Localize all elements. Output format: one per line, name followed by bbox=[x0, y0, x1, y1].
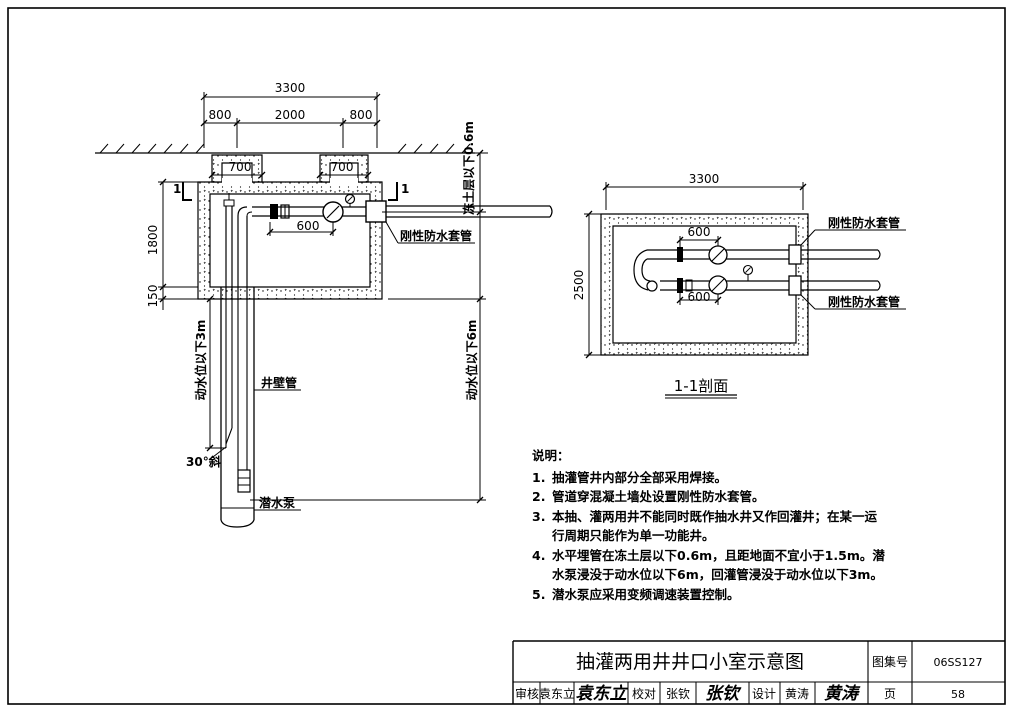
designer-signature: 黄涛 bbox=[824, 684, 861, 704]
check-label: 校对 bbox=[632, 686, 656, 701]
note-item: 5. 潜水泵应采用变频调速装置控制。 bbox=[532, 585, 892, 605]
notes-block: 说明： 1. 抽灌管井内部分全部采用焊接。 2. 管道穿混凝土墙处设置刚性防水套管。… bbox=[532, 446, 892, 604]
notes-title: 说明： bbox=[532, 448, 570, 463]
checker-signature: 张钦 bbox=[705, 684, 742, 704]
design-label: 设计 bbox=[752, 687, 776, 701]
reviewer-name: 袁东立 bbox=[539, 686, 575, 701]
reviewer-signature: 袁东立 bbox=[576, 684, 629, 704]
section-mark-left: 1 bbox=[173, 182, 181, 196]
label-casing-plan: 刚性防水套管 bbox=[400, 228, 472, 243]
dim-middle-2000: 2000 bbox=[275, 108, 306, 122]
note-item: 3. 本抽、灌两用井不能同时既作抽水井又作回灌井；在某一运 bbox=[532, 507, 892, 527]
sheet-border bbox=[7, 7, 1006, 705]
dim-height-1800: 1800 bbox=[146, 225, 160, 256]
dim-total-width: 3300 bbox=[275, 81, 306, 95]
section-title: 1-1剖面 bbox=[674, 377, 729, 395]
label-dynamic-3m: 动水位以下3m bbox=[193, 320, 208, 401]
ground-hatch bbox=[99, 143, 471, 154]
note-number: 3. bbox=[532, 508, 546, 524]
well-chamber-elevation: 1 1 bbox=[95, 81, 553, 528]
section-dim-top-spacing: 600 bbox=[688, 225, 711, 239]
note-text: 管道穿混凝土墙处设置刚性防水套管。 bbox=[552, 489, 765, 504]
designer-name: 黄涛 bbox=[785, 686, 809, 701]
note-number: 2. bbox=[532, 489, 546, 504]
note-continuation: 水泵浸没于动水位以下6m，回灌管浸没于动水位以下3m。 bbox=[552, 567, 883, 582]
dim-right-800: 800 bbox=[350, 108, 373, 122]
dim-left-800: 800 bbox=[209, 108, 232, 122]
submersible-pump-icon bbox=[237, 469, 251, 493]
casing-upper bbox=[788, 244, 802, 265]
page-label: 页 bbox=[884, 687, 896, 701]
checker-name: 张钦 bbox=[666, 687, 690, 701]
label-frost-depth: 冻土层以下0.6m bbox=[461, 121, 476, 215]
drawing-title: 抽灌两用井井口小室示意图 bbox=[576, 651, 804, 673]
note-number: 4. bbox=[532, 547, 546, 563]
section-dim-height: 2500 bbox=[572, 270, 586, 301]
note-continuation: 行周期只能作为单一功能井。 bbox=[552, 528, 715, 543]
note-item: 1. 抽灌管井内部分全部采用焊接。 bbox=[532, 468, 892, 488]
label-bend-angle: 30°斜 bbox=[186, 454, 221, 469]
valve-icon bbox=[270, 204, 278, 219]
atlas-number: 06SS127 bbox=[934, 656, 983, 669]
note-number: 1. bbox=[532, 469, 546, 485]
atlas-label: 图集号 bbox=[872, 654, 908, 669]
note-item: 4. 水平埋管在冻土层以下0.6m，且距地面不宜小于1.5m。潜 bbox=[532, 546, 892, 566]
dim-opening-left: 700 bbox=[229, 160, 252, 174]
section-mark-right: 1 bbox=[401, 182, 409, 196]
section-label-casing-bottom: 刚性防水套管 bbox=[828, 294, 900, 309]
label-well-pipe: 井壁管 bbox=[261, 375, 297, 390]
note-text: 抽灌管井内部分全部采用焊接。 bbox=[552, 469, 728, 485]
review-label: 审核 bbox=[515, 686, 539, 701]
dim-pipe-spacing: 600 bbox=[297, 219, 320, 233]
section-1-1: 3300 2500 600 600 刚性防水套管 刚性防水套管 1-1剖面 bbox=[572, 172, 906, 399]
page-number: 58 bbox=[951, 688, 965, 701]
note-text: 潜水泵应采用变频调速装置控制。 bbox=[552, 586, 740, 602]
casing-lower bbox=[788, 275, 802, 296]
note-text: 本抽、灌两用井不能同时既作抽水井又作回灌井；在某一运 bbox=[552, 508, 878, 524]
section-dim-bottom-spacing: 600 bbox=[688, 290, 711, 304]
section-dim-width: 3300 bbox=[689, 172, 720, 186]
dim-floor-150: 150 bbox=[146, 285, 160, 308]
title-block bbox=[512, 640, 1005, 704]
dim-opening-right: 700 bbox=[331, 160, 354, 174]
note-text: 水平埋管在冻土层以下0.6m，且距地面不宜小于1.5m。潜 bbox=[552, 547, 885, 563]
label-pump: 潜水泵 bbox=[259, 495, 295, 510]
note-item: 2. 管道穿混凝土墙处设置刚性防水套管。 bbox=[532, 487, 892, 507]
label-dynamic-6m: 动水位以下6m bbox=[464, 320, 479, 401]
note-number: 5. bbox=[532, 586, 546, 602]
section-label-casing-top: 刚性防水套管 bbox=[828, 215, 900, 230]
section-walls bbox=[600, 213, 809, 356]
